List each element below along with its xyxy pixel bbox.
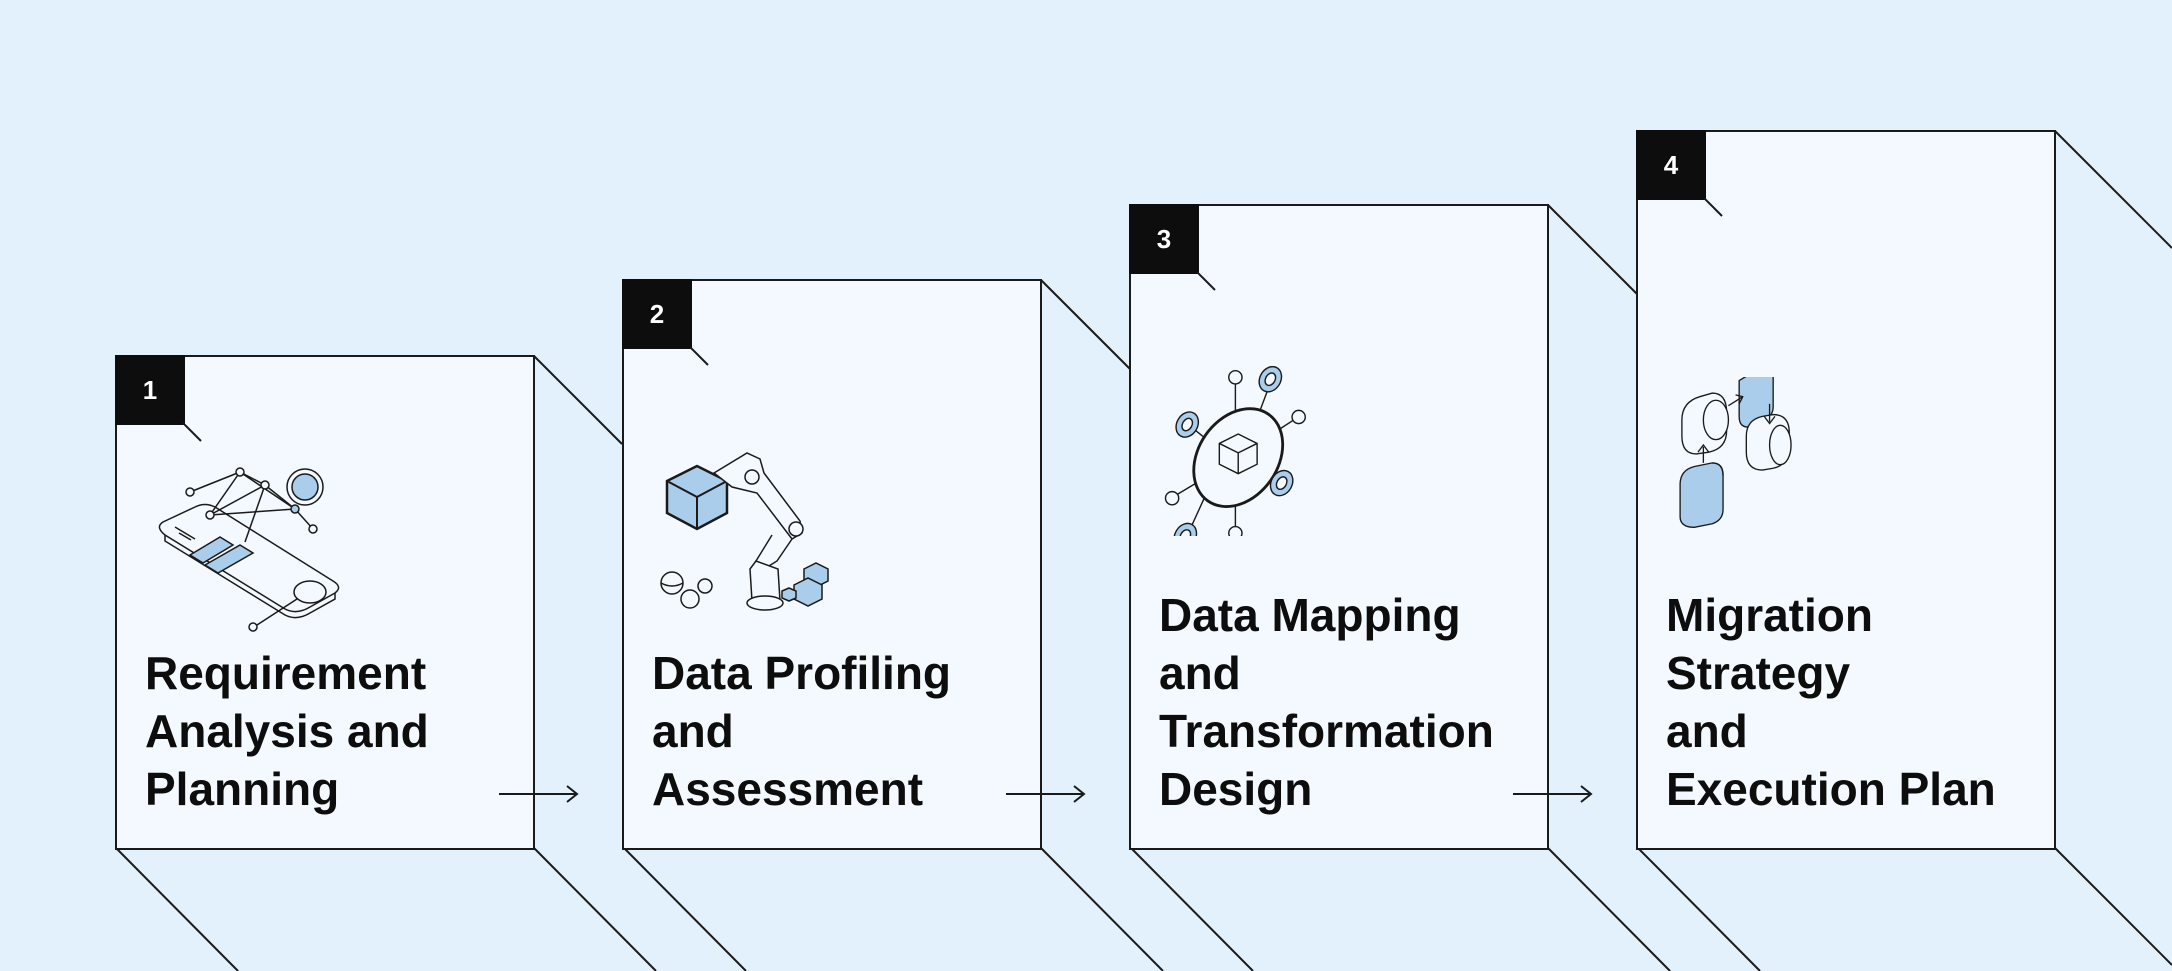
step-card-1: 1 [115, 355, 579, 850]
hub-network-icon [1164, 366, 1306, 536]
badge-tail-icon [690, 347, 709, 366]
step-title: Data Mapping and Transformation Design [1159, 589, 1494, 815]
step-title: Requirement Analysis and Planning [145, 647, 429, 815]
badge-tail-icon [183, 423, 202, 442]
step-card-3: 3 [1129, 204, 1593, 850]
arrow-right-icon [1006, 785, 1086, 803]
step-number-badge: 4 [1636, 130, 1706, 200]
step-title: Migration Strategy and Execution Plan [1666, 589, 1996, 815]
step-card-4: 4 Migration Strategy and Execution Plan [1636, 130, 2056, 850]
step-card-2: 2 Data Profiling and Assessment [622, 279, 1086, 850]
step-number-badge: 1 [115, 355, 185, 425]
robot-arm-cubes-icon [660, 452, 829, 611]
arrow-right-icon [499, 785, 579, 803]
flow-cylinders-icon [1679, 377, 1792, 528]
step-number-badge: 2 [622, 279, 692, 349]
step-number-badge: 3 [1129, 204, 1199, 274]
arrow-right-icon [1513, 785, 1593, 803]
badge-tail-icon [1197, 272, 1216, 291]
badge-tail-icon [1704, 198, 1723, 217]
network-phone-icon [158, 467, 340, 632]
step-title: Data Profiling and Assessment [652, 647, 952, 815]
